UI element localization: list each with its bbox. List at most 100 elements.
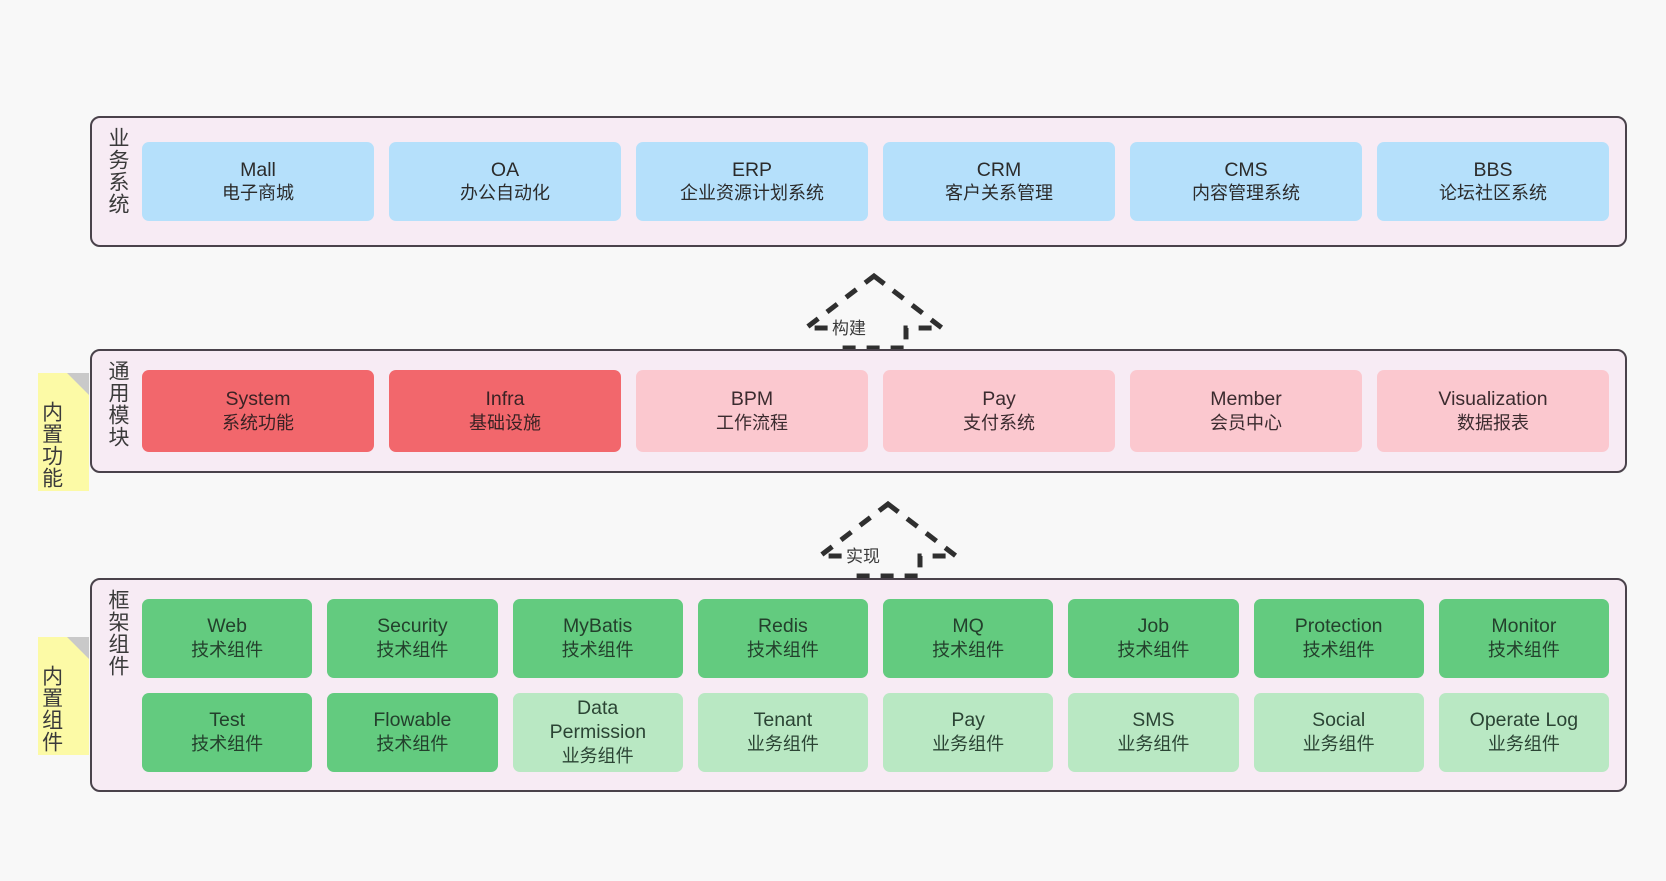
card-title: Pay [982,388,1016,410]
card-title: BPM [730,388,774,410]
layer-modules-label: 通用模块 [106,360,129,448]
card-title: Infra [485,388,525,410]
card-subtitle: 技术组件 [1302,639,1375,660]
card-subtitle: 会员中心 [1210,412,1282,433]
card-title: Operate Log [1469,709,1579,731]
layer-business-systems: 业务系统 Mall 电子商城 OA 办公自动化 ERP 企业资源计划系统 CRM… [90,116,1627,247]
card-subtitle: 技术组件 [746,639,819,660]
arrow-build: 构建 [798,272,950,352]
framework-card-mq[interactable]: MQ 技术组件 [883,598,1054,678]
card-subtitle: 业务组件 [932,733,1005,754]
card-subtitle: 工作流程 [716,412,788,433]
framework-card-security[interactable]: Security 技术组件 [327,598,498,678]
card-title: Flowable [373,709,452,731]
card-title: OA [490,158,520,181]
card-title: System [225,388,291,410]
framework-card-operate-log[interactable]: Operate Log 业务组件 [1438,692,1609,772]
card-subtitle: 业务组件 [1117,733,1190,754]
card-subtitle: 技术组件 [561,639,634,660]
card-subtitle: 办公自动化 [460,183,550,204]
business-card-bbs[interactable]: BBS 论坛社区系统 [1377,142,1609,221]
business-card-mall[interactable]: Mall 电子商城 [142,142,374,221]
card-subtitle: 技术组件 [191,639,264,660]
card-title: MyBatis [562,615,633,637]
framework-tech-row: Web 技术组件 Security 技术组件 MyBatis 技术组件 Redi… [142,598,1609,678]
framework-card-redis[interactable]: Redis 技术组件 [697,598,868,678]
layer-business-body: Mall 电子商城 OA 办公自动化 ERP 企业资源计划系统 CRM 客户关系… [130,118,1625,245]
framework-card-job[interactable]: Job 技术组件 [1068,598,1239,678]
card-subtitle: 技术组件 [932,639,1005,660]
business-card-row: Mall 电子商城 OA 办公自动化 ERP 企业资源计划系统 CRM 客户关系… [142,142,1609,221]
card-subtitle: 业务组件 [1302,733,1375,754]
card-title: BBS [1473,158,1513,181]
folded-corner-icon [67,637,89,659]
framework-card-pay[interactable]: Pay 业务组件 [883,692,1054,772]
layer-common-modules: 通用模块 System 系统功能 Infra 基础设施 BPM 工作流程 Pay… [90,349,1627,473]
business-card-crm[interactable]: CRM 客户关系管理 [883,142,1115,221]
framework-card-test[interactable]: Test 技术组件 [142,692,313,772]
card-title: Social [1312,709,1366,731]
arrow-build-shape [798,272,950,351]
card-title: Web [207,615,247,637]
card-subtitle: 论坛社区系统 [1439,183,1547,204]
card-title: Security [377,615,448,637]
layer-modules-body: System 系统功能 Infra 基础设施 BPM 工作流程 Pay 支付系统… [130,351,1625,471]
card-title: Monitor [1491,615,1557,637]
card-title: ERP [731,158,773,181]
arrow-build-label: 构建 [830,314,868,339]
card-subtitle: 支付系统 [963,412,1035,433]
card-subtitle: 数据报表 [1457,412,1529,433]
business-card-erp[interactable]: ERP 企业资源计划系统 [636,142,868,221]
folded-corner-icon [67,373,89,395]
module-card-infra[interactable]: Infra 基础设施 [389,370,621,452]
card-subtitle: 业务组件 [746,733,819,754]
layer-framework-label: 框架组件 [106,589,129,677]
module-card-bpm[interactable]: BPM 工作流程 [636,370,868,452]
arrow-implement: 实现 [812,500,964,580]
framework-card-mybatis[interactable]: MyBatis 技术组件 [512,598,683,678]
card-title: Pay [951,709,985,731]
card-subtitle: 技术组件 [376,733,449,754]
framework-card-sms[interactable]: SMS 业务组件 [1068,692,1239,772]
card-title: Data Permission [549,696,647,744]
business-card-oa[interactable]: OA 办公自动化 [389,142,621,221]
note-builtin-component: 内置组件 [38,637,89,755]
arrow-implement-label: 实现 [844,542,882,567]
module-card-pay[interactable]: Pay 支付系统 [883,370,1115,452]
framework-card-data-permission[interactable]: Data Permission 业务组件 [512,692,683,772]
card-subtitle: 业务组件 [1487,733,1560,754]
framework-biz-row: Test 技术组件 Flowable 技术组件 Data Permission … [142,692,1609,772]
card-subtitle: 技术组件 [191,733,264,754]
card-title: Redis [757,615,808,637]
card-title: Protection [1294,615,1383,637]
layer-business-label: 业务系统 [106,127,129,215]
framework-card-protection[interactable]: Protection 技术组件 [1253,598,1424,678]
card-subtitle: 电子商城 [222,183,294,204]
note-builtin-function: 内置功能 [38,373,89,491]
business-card-cms[interactable]: CMS 内容管理系统 [1130,142,1362,221]
card-title: MQ [952,615,984,637]
module-card-row: System 系统功能 Infra 基础设施 BPM 工作流程 Pay 支付系统… [142,370,1609,452]
framework-card-monitor[interactable]: Monitor 技术组件 [1438,598,1609,678]
card-title: Visualization [1438,388,1548,410]
framework-card-tenant[interactable]: Tenant 业务组件 [697,692,868,772]
module-card-visualization[interactable]: Visualization 数据报表 [1377,370,1609,452]
card-title: Mall [240,158,276,181]
card-title: Test [209,709,245,731]
card-subtitle: 基础设施 [469,412,541,433]
framework-card-flowable[interactable]: Flowable 技术组件 [327,692,498,772]
card-subtitle: 业务组件 [561,746,634,767]
card-title: Tenant [753,709,813,731]
card-subtitle: 内容管理系统 [1192,183,1300,204]
card-title: CRM [976,158,1022,181]
card-subtitle: 技术组件 [1487,639,1560,660]
module-card-system[interactable]: System 系统功能 [142,370,374,452]
layer-framework-components: 框架组件 Web 技术组件 Security 技术组件 MyBatis 技术组件… [90,578,1627,792]
card-subtitle: 系统功能 [222,412,294,433]
card-title: Job [1137,615,1170,637]
card-subtitle: 企业资源计划系统 [680,183,824,204]
framework-card-web[interactable]: Web 技术组件 [142,598,313,678]
module-card-member[interactable]: Member 会员中心 [1130,370,1362,452]
framework-card-social[interactable]: Social 业务组件 [1253,692,1424,772]
